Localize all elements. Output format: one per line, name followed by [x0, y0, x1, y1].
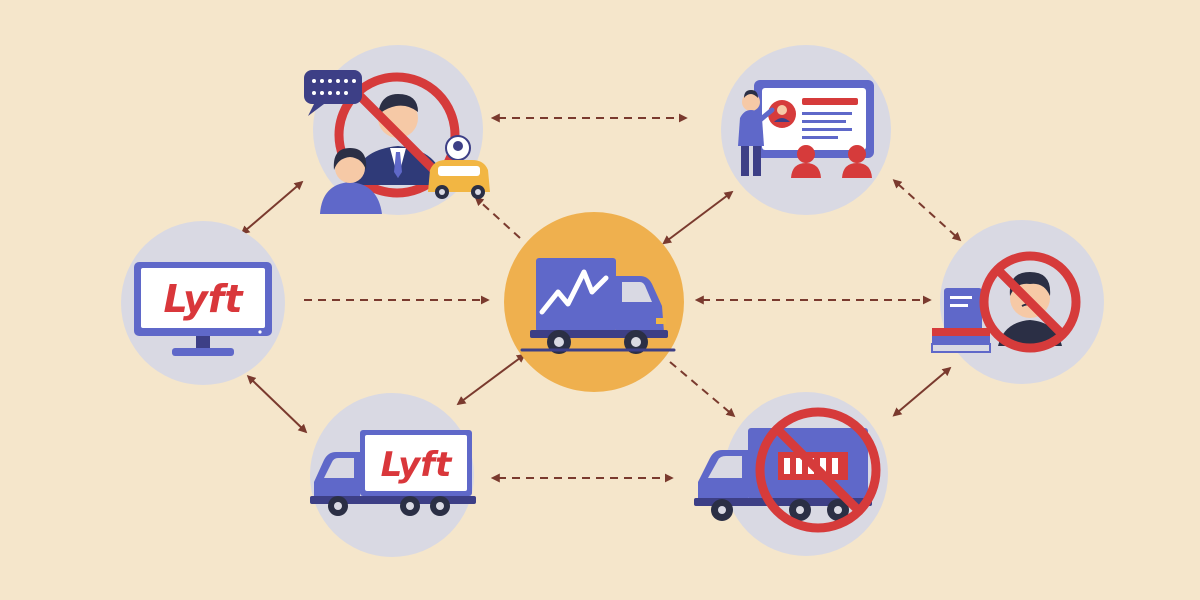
- prohibited-businessman-icon: [304, 70, 490, 214]
- prohibited-person-icon: [931, 251, 1081, 353]
- node-presentation: [721, 45, 891, 215]
- arrow-presentation-person: [892, 179, 962, 242]
- delivery-truck-zigzag-icon: [520, 258, 676, 354]
- node-center-truck: [504, 212, 684, 392]
- presenter-screen-icon: [738, 80, 874, 178]
- node-lyft-truck: Lyft: [310, 393, 476, 557]
- arrow-center-cargo: [669, 361, 736, 418]
- arrow-monitor-lyfttruck: [246, 375, 308, 434]
- monitor-brand-logo: Lyft: [164, 277, 245, 321]
- truck-brand-logo: Lyft: [381, 445, 453, 485]
- arrow-center-presentation: [662, 190, 734, 245]
- prohibited-truck-icon: [694, 407, 881, 533]
- node-no-truck-cargo: [694, 392, 888, 556]
- computer-monitor-icon: Lyft: [134, 262, 272, 356]
- arrow-monitor-meeting: [240, 180, 304, 235]
- arrow-cargo-person: [892, 366, 952, 417]
- arrow-center-lyfttruck: [456, 353, 526, 406]
- node-lyft-monitor: Lyft: [121, 221, 285, 385]
- arrow-center-meeting: [474, 196, 521, 239]
- node-no-person-document: [931, 220, 1104, 384]
- lyft-truck-icon: Lyft: [310, 430, 476, 516]
- connector-arrows: [240, 113, 962, 483]
- node-no-business-meeting: [304, 45, 490, 215]
